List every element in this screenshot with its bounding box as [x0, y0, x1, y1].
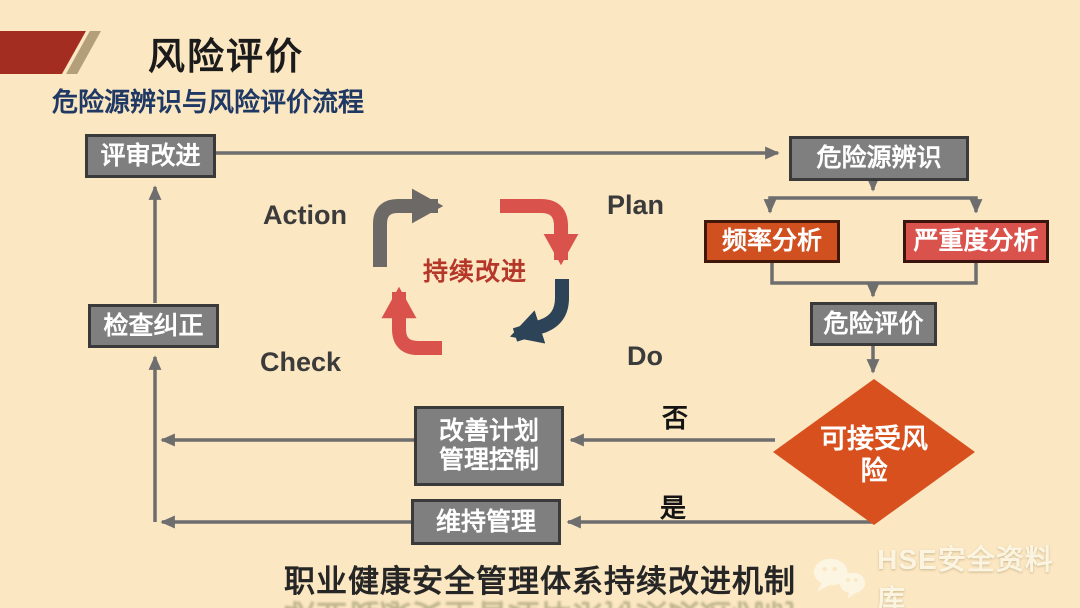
node-maintain-management: 维持管理 — [411, 499, 561, 545]
pdca-label-plan: Plan — [607, 190, 665, 220]
watermark: HSE安全资料库 — [810, 538, 1080, 608]
diamond-label-line1: 可接受风 — [820, 424, 928, 454]
node-label: 检查纠正 — [103, 311, 204, 340]
edge-severity-merge — [873, 263, 978, 285]
node-risk-evaluation: 危险评价 — [810, 302, 937, 346]
pdca-label-do: Do — [627, 341, 663, 371]
node-label: 评审改进 — [100, 141, 201, 170]
edge-label-no: 否 — [662, 403, 689, 433]
edge-yes-to-maintain — [566, 510, 875, 529]
node-severity-analysis: 严重度分析 — [903, 220, 1049, 263]
node-improve-plan-control: 改善计划 管理控制 — [414, 406, 564, 486]
node-label: 维持管理 — [435, 507, 536, 536]
node-review-improve: 评审改进 — [85, 134, 216, 178]
pdca-label-check: Check — [260, 347, 342, 377]
wechat-icon — [813, 558, 866, 599]
diamond-label-line2: 险 — [860, 456, 888, 487]
watermark-text: HSE安全资料库 — [877, 544, 1054, 608]
node-label-line2: 管理控制 — [438, 446, 539, 474]
node-label-line1: 改善计划 — [438, 417, 539, 446]
diamond-label-acceptable-risk: 可接受风 险 — [814, 423, 934, 488]
edge-split-to-frequency — [763, 196, 873, 214]
page-title: 风险评价 — [148, 36, 304, 77]
node-label: 危险评价 — [823, 309, 924, 338]
node-check-correct: 检查纠正 — [88, 304, 219, 348]
footer-caption: 职业健康安全管理体系持续改进机制 — [284, 564, 796, 599]
pdca-arrow-check-to-action — [381, 286, 442, 355]
edge-split-to-severity — [873, 196, 983, 214]
pdca-label-action: Action — [263, 200, 347, 230]
pdca-center-label: 持续改进 — [423, 258, 528, 286]
edge-label-yes: 是 — [660, 493, 687, 523]
flowchart-subtitle: 危险源辨识与风险评价流程 — [52, 87, 365, 117]
node-hazard-identification: 危险源辨识 — [789, 136, 969, 181]
node-label: 危险源辨识 — [816, 144, 942, 173]
node-label: 严重度分析 — [913, 227, 1039, 256]
node-frequency-analysis: 频率分析 — [704, 220, 840, 263]
edge-frequency-merge — [770, 263, 873, 285]
node-label: 频率分析 — [721, 227, 822, 256]
